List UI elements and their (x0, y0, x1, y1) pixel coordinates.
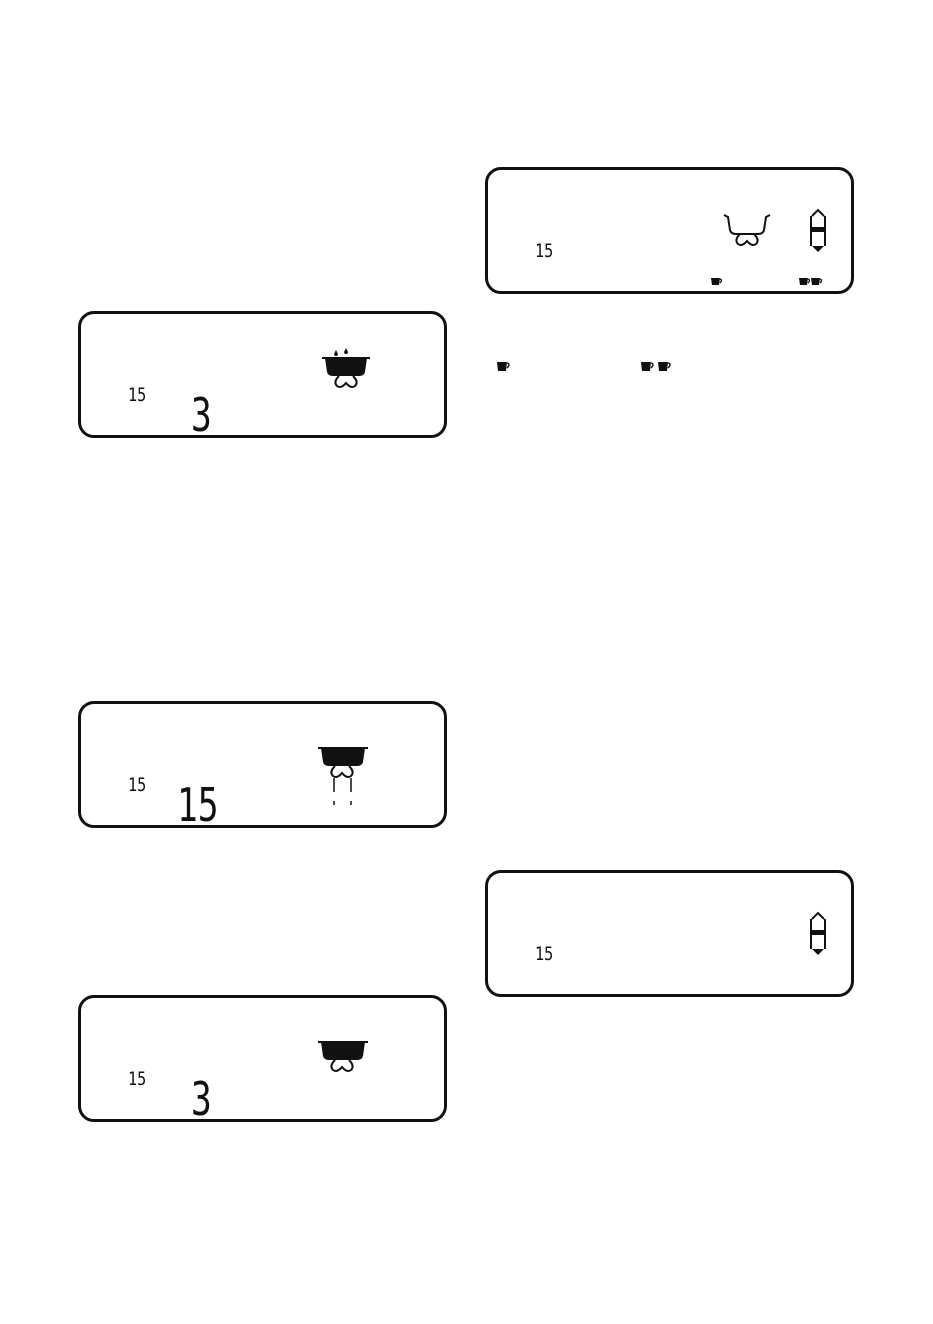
lcd-display-selector: 15 (485, 870, 854, 997)
up-down-selector-icon (806, 911, 830, 957)
cup-filled-icon (314, 1038, 372, 1076)
large-number: 15 (177, 782, 219, 828)
small-number: 15 (128, 776, 146, 795)
small-number: 15 (128, 386, 146, 405)
lcd-display-dispensing: 15 15 (78, 701, 447, 828)
large-number: 3 (191, 392, 212, 438)
small-number: 15 (535, 945, 553, 964)
lcd-display-cup-select: 15 (485, 167, 854, 294)
lcd-display-filled-cup: 15 3 (78, 995, 447, 1122)
single-cup-icon (496, 361, 512, 373)
large-number: 3 (191, 1076, 212, 1122)
small-number: 15 (535, 242, 553, 261)
cup-empty-icon (722, 212, 772, 250)
lcd-display-brewing-drops: 15 3 (78, 311, 447, 438)
single-cup-icon (710, 277, 724, 287)
double-cup-icon (640, 361, 676, 373)
double-cup-icon (798, 277, 824, 287)
up-down-selector-icon (806, 208, 830, 254)
cup-with-drops-icon (317, 346, 375, 392)
small-number: 15 (128, 1070, 146, 1089)
cup-dispensing-icon (314, 744, 372, 810)
